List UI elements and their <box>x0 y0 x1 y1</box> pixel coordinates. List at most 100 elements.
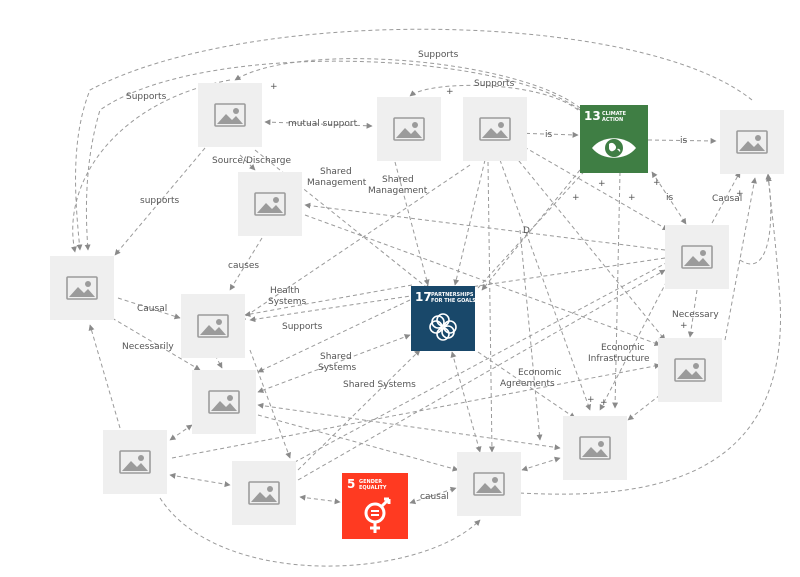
sdg-13-title-line1: CLIMATE <box>602 111 627 117</box>
polarity-plus: + <box>270 82 278 92</box>
edge-label-shared-systems-1a: Shared <box>320 352 352 362</box>
image-placeholder-icon[interactable] <box>192 370 256 434</box>
edge <box>257 402 561 451</box>
image-placeholder-icon[interactable] <box>198 83 262 147</box>
edge <box>651 171 687 225</box>
edge <box>117 297 181 320</box>
image-placeholder-icon[interactable] <box>238 172 302 236</box>
edge <box>304 202 666 251</box>
edge-label-shared-management-2a: Shared <box>382 175 414 185</box>
edge-label-health-systems-a: Health <box>270 286 300 296</box>
edge-label-supports-mid: Supports <box>474 79 515 89</box>
edge <box>647 137 717 144</box>
edge-label-causal-left: Causal <box>137 304 167 314</box>
sdg-17-partnerships-tile[interactable]: 17 PARTNERSHIPS FOR THE GOALS <box>411 286 476 351</box>
image-placeholder-icon[interactable] <box>50 256 114 320</box>
edge <box>453 159 486 286</box>
edge <box>519 173 781 495</box>
polarity-plus: + <box>598 179 606 189</box>
polarity-plus: + <box>736 189 744 199</box>
edge <box>599 274 671 411</box>
image-placeholder-icon[interactable] <box>181 294 245 358</box>
edge <box>88 324 121 429</box>
image-placeholder-icon[interactable] <box>665 225 729 289</box>
sdg-5-gender-equality-tile[interactable]: 5 GENDER EQUALITY <box>342 473 408 539</box>
edge <box>239 164 471 321</box>
sdg-5-title-line2: EQUALITY <box>359 485 387 491</box>
edge-label-economic-agreements-a: Economic <box>518 368 562 378</box>
sdg-17-title-line1: PARTNERSHIPS <box>431 292 474 298</box>
edge <box>75 28 753 251</box>
edge-label-is-3: is <box>666 193 674 203</box>
edge-label-shared-systems-1b: Systems <box>318 363 357 373</box>
polarity-plus: + <box>653 178 661 188</box>
edge-label-causes: causes <box>228 261 259 271</box>
edge-label-necessarily: Necessarily <box>122 342 174 352</box>
edge <box>511 139 669 231</box>
polarity-plus: + <box>572 193 580 203</box>
edge-label-shared-management-1a: Shared <box>320 167 352 177</box>
image-placeholder-icon[interactable] <box>463 97 527 161</box>
interlocking-rings-icon <box>429 313 457 341</box>
edge <box>84 60 581 251</box>
polarity-plus: + <box>680 321 688 331</box>
sdg-17-title-line2: FOR THE GOALS <box>431 298 476 304</box>
edge-label-causal-right: Causal <box>712 194 742 204</box>
edge <box>394 161 430 286</box>
gender-equality-icon <box>364 497 391 533</box>
edge <box>499 159 591 411</box>
edge-label-supports-left: Supports <box>126 92 167 102</box>
edge <box>229 237 263 291</box>
sdg-13-climate-action-tile[interactable]: 13 CLIMATE ACTION <box>580 105 648 173</box>
edge <box>521 456 561 472</box>
edge-label-economic-agreements-b: Agreements <box>500 379 555 389</box>
edge <box>477 351 576 419</box>
image-placeholder-icon[interactable] <box>563 416 627 480</box>
polarity-plus: + <box>446 87 454 97</box>
edge <box>171 363 661 459</box>
edge <box>509 149 666 341</box>
edge-label-shared-systems-2: Shared Systems <box>343 380 416 390</box>
eye-earth-icon <box>592 138 636 158</box>
edge-label-shared-management-2b: Management <box>368 186 428 196</box>
image-placeholder-icon[interactable] <box>457 452 521 516</box>
edge-label-causal-bottom: causal <box>420 492 449 502</box>
edge <box>711 171 741 224</box>
edge <box>627 394 661 421</box>
edge-label-source-discharge: Source/Discharge <box>212 156 291 166</box>
edge <box>739 175 772 265</box>
edge <box>299 494 341 505</box>
image-placeholder-icon[interactable] <box>103 430 167 494</box>
edge <box>450 351 482 453</box>
sdg-13-number: 13 <box>584 109 601 123</box>
sdg-5-number: 5 <box>347 477 355 491</box>
edge <box>612 171 621 409</box>
edge <box>304 214 661 346</box>
edge <box>257 334 411 393</box>
edge-labels: Supports Supports Supports mutual suppor… <box>122 50 744 502</box>
edge-label-d: D <box>523 226 530 236</box>
edge <box>297 269 666 481</box>
image-placeholder-icon[interactable] <box>720 110 784 174</box>
edge <box>114 147 206 256</box>
edge <box>297 349 421 471</box>
edge-label-supports-center: Supports <box>282 322 323 332</box>
sdg-17-number: 17 <box>415 290 432 304</box>
polarity-plus: + <box>600 398 608 408</box>
edge-label-necessary: Necessary <box>672 310 719 320</box>
edge <box>169 424 193 441</box>
edge <box>687 289 698 338</box>
edge <box>239 154 256 171</box>
edge <box>487 161 495 453</box>
sdg-13-title-line2: ACTION <box>602 117 623 123</box>
edge-label-supports-top: Supports <box>418 50 459 60</box>
image-placeholder-icon[interactable] <box>658 338 722 402</box>
edge-label-is-1: is <box>545 130 553 140</box>
edge <box>111 317 201 371</box>
sdg-5-title-line1: GENDER <box>359 479 382 485</box>
image-placeholder-icon[interactable] <box>232 461 296 525</box>
edge-label-economic-infrastructure-b: Infrastructure <box>588 354 650 364</box>
image-placeholder-icon[interactable] <box>377 97 441 161</box>
edge-label-economic-infrastructure-a: Economic <box>601 343 645 353</box>
